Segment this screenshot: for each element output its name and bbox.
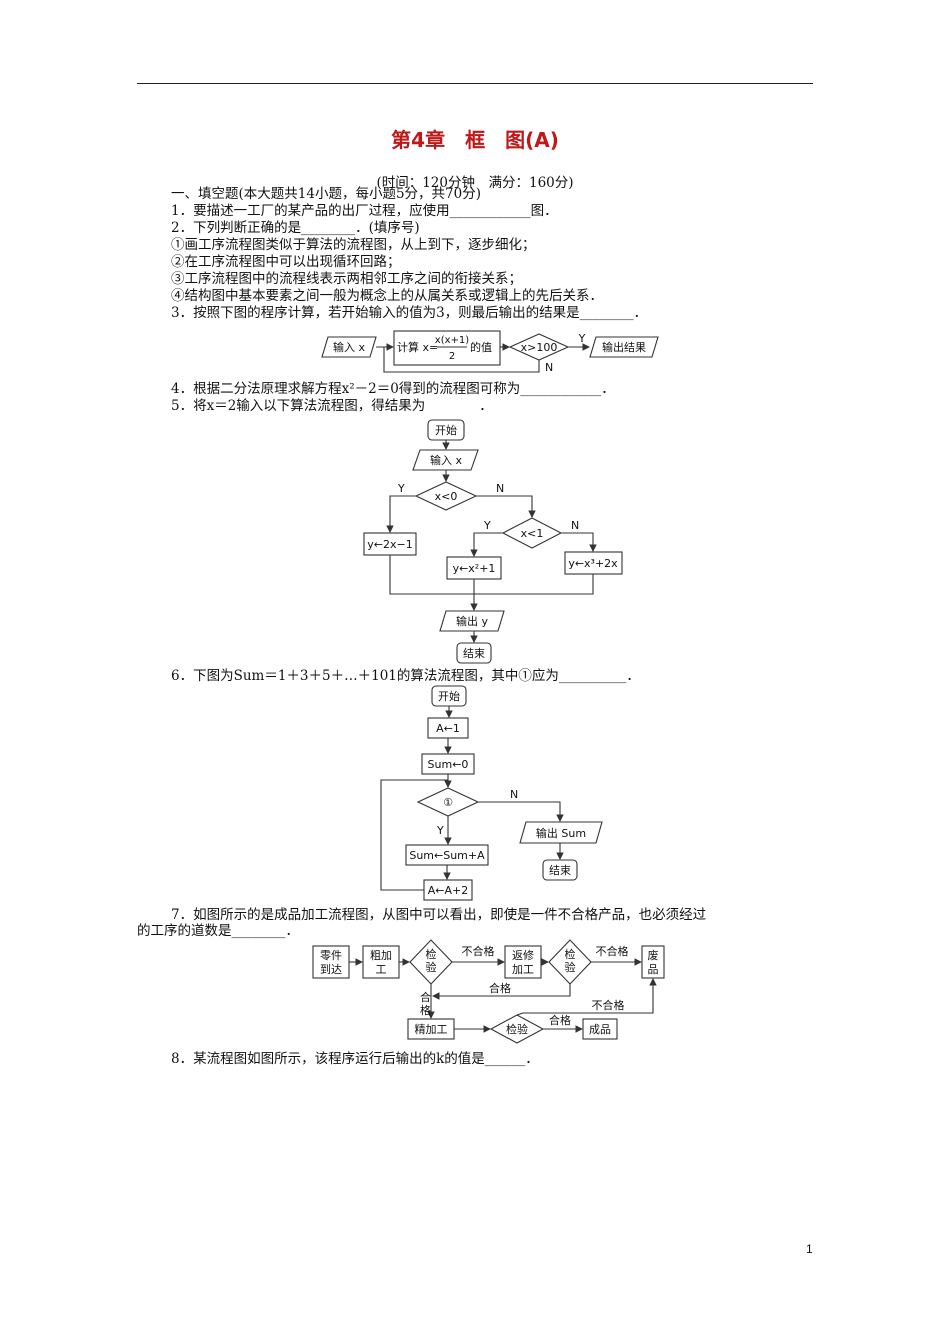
- compute-suffix: 的值: [470, 340, 492, 354]
- input-label: 输入 x: [333, 340, 365, 354]
- question-3: 3．按照下图的程序计算，若开始输入的值为3，则最后输出的结果是________．: [171, 305, 648, 321]
- no-label: N: [510, 788, 518, 801]
- option-3: ③工序流程图中的流程线表示两相邻工序之间的衔接关系；: [171, 271, 522, 287]
- question-7-continued: 的工序的道数是________．: [137, 923, 299, 939]
- condition-2-label: x<1: [521, 527, 544, 540]
- rework-box: [504, 945, 542, 979]
- arrive-line2: 到达: [320, 963, 342, 976]
- rework-line1: 返修: [512, 948, 534, 962]
- question-5: 5．将x＝2输入以下算法流程图，得结果为 ．: [171, 398, 493, 414]
- compute-box: [393, 330, 501, 366]
- condition-label: x>100: [521, 341, 558, 354]
- rough-line1: 粗加: [370, 949, 392, 962]
- yes-label: Y: [436, 824, 444, 837]
- end-label: 结束: [463, 647, 485, 660]
- output-label: 输出结果: [602, 340, 646, 354]
- question-4: 4．根据二分法原理求解方程x²－2＝0得到的流程图可称为____________…: [171, 381, 615, 397]
- flowchart-q7: 零件 到达 粗加 工 检 验 不合格 返修 加工 检 验 不合格 废 品 合 格…: [312, 939, 665, 1044]
- update-sum-label: Sum←Sum+A: [409, 849, 485, 862]
- check-2-a: 检: [565, 947, 576, 961]
- check-2-b: 验: [565, 960, 576, 974]
- question-2: 2．下列判断正确的是________．(填序号): [171, 220, 420, 236]
- no-label-1: N: [496, 482, 504, 495]
- condition-label: ①: [443, 796, 453, 809]
- pass-a: 合: [420, 990, 431, 1004]
- check-1-a: 检: [426, 947, 437, 961]
- question-8: 8．某流程图如图所示，该程序运行后输出的k的值是______．: [171, 1051, 539, 1067]
- scrap-box: [641, 945, 665, 979]
- page-number: 1: [806, 1242, 813, 1256]
- init-sum-label: Sum←0: [428, 758, 469, 771]
- yes-label: Y: [578, 332, 586, 345]
- no-label: N: [545, 361, 553, 374]
- end-label: 结束: [549, 864, 571, 877]
- input-box: [321, 336, 377, 358]
- rework-line2: 加工: [512, 963, 534, 976]
- option-1: ①画工序流程图类似于算法的流程图，从上到下，逐步细化；: [171, 237, 536, 253]
- output-box: [439, 610, 505, 632]
- no-label-2: N: [571, 519, 579, 532]
- pass-b: 格: [420, 1003, 431, 1017]
- assign-2-label: y←x²+1: [453, 562, 496, 575]
- check-1-b: 验: [426, 960, 437, 974]
- product-label: 成品: [589, 1023, 611, 1036]
- assign-3-label: y←x³+2x: [568, 557, 618, 570]
- rough-line2: 工: [376, 963, 387, 976]
- compute-prefix: 计算 x=: [397, 340, 438, 354]
- update-a-label: A←A+2: [428, 884, 468, 897]
- scrap-line2: 品: [648, 963, 659, 976]
- rough-box: [362, 945, 400, 979]
- question-7: 7．如图所示的是成品加工流程图，从图中可以看出，即使是一件不合格产品，也必须经过: [171, 907, 707, 923]
- start-label: 开始: [435, 423, 457, 437]
- fail-label-3: 不合格: [592, 998, 625, 1012]
- option-4: ④结构图中基本要素之间一般为概念上的从属关系或逻辑上的先后关系．: [171, 288, 603, 304]
- output-label: 输出 Sum: [536, 826, 586, 840]
- scrap-line1: 废: [648, 948, 659, 962]
- init-a-label: A←1: [436, 722, 460, 735]
- output-label: 输出 y: [456, 614, 488, 628]
- output-box: [589, 336, 659, 358]
- fraction-denominator: 2: [449, 351, 455, 362]
- input-box: [412, 449, 479, 471]
- arrive-box: [312, 945, 350, 979]
- end-box: [542, 859, 578, 881]
- input-label: 输入 x: [430, 453, 462, 467]
- pass-label-mid: 合格: [489, 981, 511, 995]
- question-6: 6．下图为Sum＝1＋3＋5＋…＋101的算法流程图，其中①应为________…: [171, 668, 640, 684]
- check-3-label: 检验: [506, 1022, 528, 1036]
- header-rule: [137, 83, 813, 84]
- arrive-line1: 零件: [320, 949, 342, 962]
- flowchart-q3: 输入 x 计算 x= x(x+1) 2 的值 x>100 Y 输出结果 N: [321, 330, 659, 374]
- yes-label-2: Y: [483, 519, 491, 532]
- fine-label: 精加工: [415, 1023, 448, 1036]
- assign-1-label: y←2x−1: [367, 538, 412, 551]
- product-box: [582, 1018, 618, 1040]
- start-label: 开始: [438, 689, 460, 703]
- output-box: [519, 821, 603, 844]
- option-2: ②在工序流程图中可以出现循环回路；: [171, 254, 401, 270]
- fail-label-2: 不合格: [596, 944, 629, 958]
- flowchart-q5: 开始 输入 x x<0 Y N y←2x−1 x<1 Y N y←x²+1 y←…: [363, 419, 623, 664]
- fraction-numerator: x(x+1): [435, 335, 469, 346]
- question-1: 1．要描述一工厂的某产品的出厂过程，应使用____________图．: [171, 203, 558, 219]
- section-heading: 一、填空题(本大题共14小题，每小题5分，共70分): [171, 186, 481, 202]
- flowchart-q6: 开始 A←1 Sum←0 ① N 输出 Sum 结束 Y Sum←Sum+A A…: [380, 685, 603, 901]
- page-title: 第4章 框 图(A): [391, 128, 559, 152]
- end-box: [456, 642, 492, 664]
- fail-label-1: 不合格: [462, 944, 495, 958]
- pass-label-3: 合格: [549, 1013, 571, 1027]
- condition-1-label: x<0: [435, 490, 458, 503]
- exam-info: (时间：120分钟 满分：160分): [376, 175, 574, 191]
- yes-label-1: Y: [397, 482, 405, 495]
